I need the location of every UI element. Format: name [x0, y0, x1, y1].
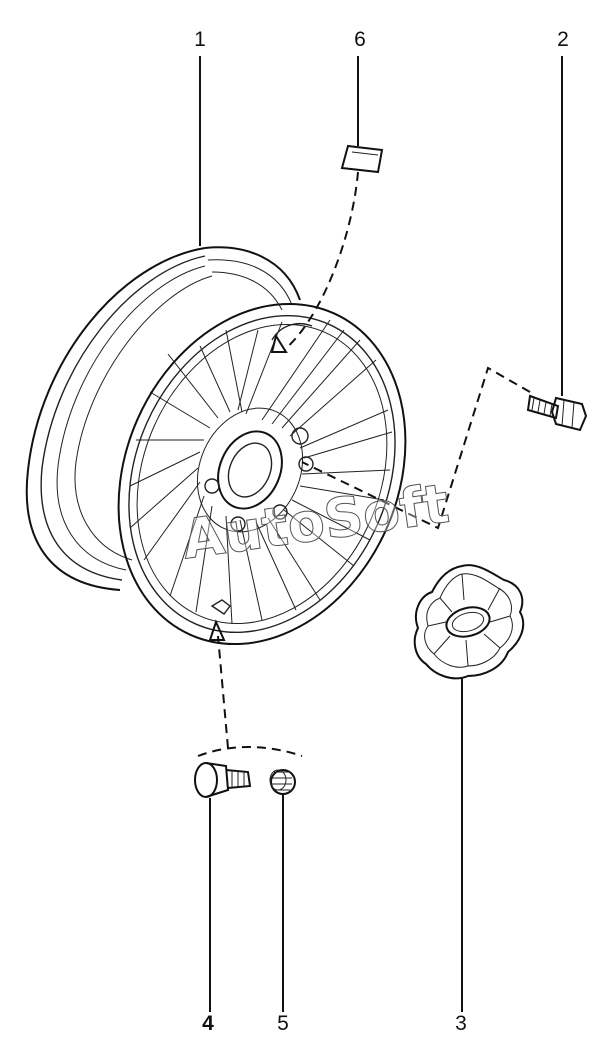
- valve-stem: [194, 762, 252, 798]
- callout-4: 4: [202, 1012, 214, 1035]
- wheel-rim: [25, 246, 407, 646]
- valve-cap: [269, 769, 296, 795]
- callout-3: 3: [455, 1012, 467, 1035]
- wheel-bolt: [526, 394, 588, 432]
- center-cap: [413, 564, 525, 680]
- callout-5: 5: [277, 1012, 289, 1035]
- balance-weight: [340, 144, 384, 174]
- callout-1: 1: [194, 28, 206, 51]
- callout-2: 2: [557, 28, 569, 51]
- callout-6: 6: [354, 28, 366, 51]
- assembly-paths: [197, 171, 531, 757]
- leader-lines: [199, 56, 563, 1012]
